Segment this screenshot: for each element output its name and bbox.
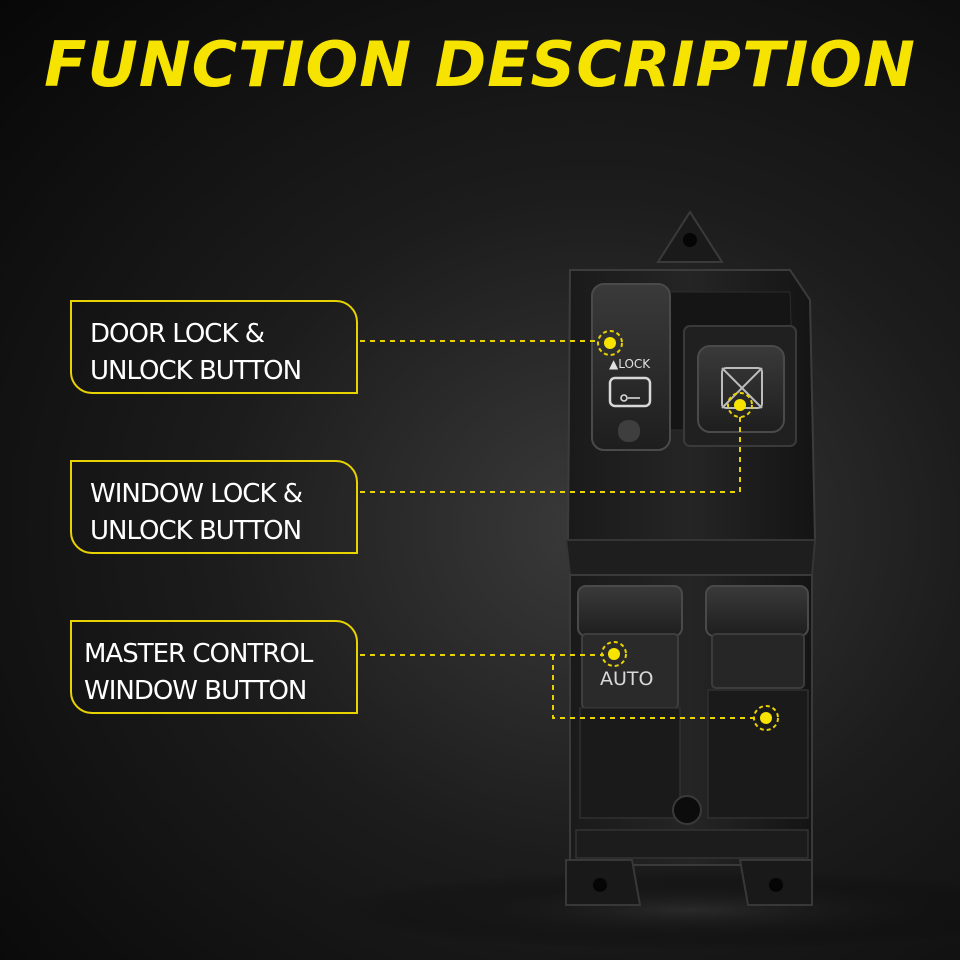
- window-lock-icon: [721, 367, 763, 409]
- passenger-window-button: [711, 633, 805, 689]
- callout-line: UNLOCK BUTTON: [90, 356, 302, 386]
- callout-line: WINDOW LOCK &: [90, 479, 303, 509]
- target-dot: [601, 641, 627, 667]
- callout-line: WINDOW BUTTON: [84, 676, 307, 706]
- callout-line: DOOR LOCK &: [90, 319, 265, 349]
- mount-hole: [683, 233, 697, 247]
- lock-label: ▲LOCK: [609, 357, 651, 371]
- callout-window-lock: WINDOW LOCK & UNLOCK BUTTON: [70, 460, 358, 554]
- leader-lines: [360, 340, 754, 719]
- page-title: FUNCTION DESCRIPTION: [44, 28, 916, 101]
- auto-label: AUTO: [600, 668, 654, 690]
- callout-master-control: MASTER CONTROL WINDOW BUTTON: [70, 620, 358, 714]
- callout-line: MASTER CONTROL: [84, 639, 313, 669]
- target-dot: [727, 392, 753, 418]
- callout-door-lock: DOOR LOCK & UNLOCK BUTTON: [70, 300, 358, 394]
- door-icon: [608, 376, 652, 408]
- floor-shadow: [330, 870, 960, 950]
- callout-line: UNLOCK BUTTON: [90, 516, 302, 546]
- connector-port: [672, 795, 702, 825]
- target-dot: [753, 705, 779, 731]
- target-dot: [597, 330, 623, 356]
- door-lock-button: [591, 283, 671, 451]
